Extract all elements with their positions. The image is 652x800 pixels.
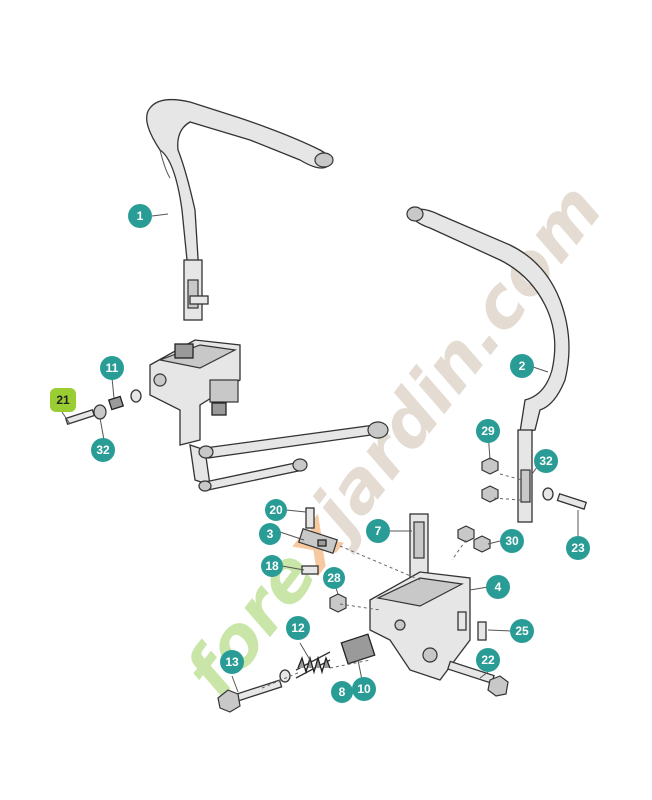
callout-21-label: 21 (56, 393, 70, 407)
callout-1[interactable]: 1 (128, 204, 152, 228)
callout-20-circle (265, 499, 287, 521)
callout-21[interactable]: 21 (50, 388, 76, 412)
callout-11-label: 11 (106, 361, 119, 375)
callout-32-left-circle (91, 438, 115, 462)
callout-28[interactable]: 28 (323, 567, 345, 589)
callout-13-circle (220, 650, 244, 674)
callout-12-label: 12 (291, 621, 305, 635)
callout-12[interactable]: 12 (286, 616, 310, 640)
left-bracket-assembly (149, 339, 241, 486)
callout-28-circle (323, 567, 345, 589)
callout-8[interactable]: 8 (331, 681, 353, 703)
right-handle (406, 206, 570, 523)
callouts: 1 2 3 4 7 8 10 11 12 13 18 20 21 22 23 2… (50, 204, 590, 703)
callout-3-label: 3 (267, 527, 274, 541)
callout-7-label: 7 (375, 524, 382, 538)
callout-29-label: 29 (481, 424, 495, 438)
callout-29[interactable]: 29 (476, 419, 500, 443)
callout-22-circle (476, 648, 500, 672)
callout-4[interactable]: 4 (486, 575, 510, 599)
callout-32-right[interactable]: 32 (534, 449, 558, 473)
callout-7[interactable]: 7 (366, 519, 390, 543)
callout-32-right-circle (534, 449, 558, 473)
callout-10[interactable]: 10 (352, 677, 376, 701)
left-handle (146, 98, 334, 321)
callout-30-circle (500, 529, 524, 553)
callout-4-circle (486, 575, 510, 599)
center-hardware (297, 507, 491, 641)
callout-25-circle (510, 619, 534, 643)
callout-2[interactable]: 2 (510, 354, 534, 378)
callout-20[interactable]: 20 (265, 499, 287, 521)
callout-13[interactable]: 13 (220, 650, 244, 674)
callout-23[interactable]: 23 (566, 536, 590, 560)
callout-32-right-label: 32 (539, 454, 553, 468)
right-hardware (481, 457, 588, 510)
callout-25-label: 25 (515, 624, 529, 638)
callout-3[interactable]: 3 (259, 523, 281, 545)
callout-23-circle (566, 536, 590, 560)
callout-22[interactable]: 22 (476, 648, 500, 672)
callout-1-circle (128, 204, 152, 228)
callout-10-label: 10 (357, 682, 371, 696)
callout-8-circle (331, 681, 353, 703)
callout-7-circle (366, 519, 390, 543)
callout-1-label: 1 (137, 209, 144, 223)
callout-22-label: 22 (481, 653, 495, 667)
callout-23-label: 23 (571, 541, 585, 555)
callout-21-box (50, 388, 76, 412)
callout-4-label: 4 (495, 580, 502, 594)
callout-3-circle (259, 523, 281, 545)
right-bracket-assembly (369, 513, 471, 681)
callout-30-label: 30 (505, 534, 519, 548)
callout-8-label: 8 (339, 685, 346, 699)
callout-13-label: 13 (225, 655, 239, 669)
callout-2-circle (510, 354, 534, 378)
callout-18-circle (261, 555, 283, 577)
spring-and-bolts (217, 633, 509, 713)
callout-25[interactable]: 25 (510, 619, 534, 643)
callout-2-label: 2 (519, 359, 526, 373)
callout-11-circle (100, 356, 124, 380)
callout-30[interactable]: 30 (500, 529, 524, 553)
callout-18-label: 18 (265, 559, 279, 573)
callout-18[interactable]: 18 (261, 555, 283, 577)
callout-32-left-label: 32 (96, 443, 110, 457)
callout-11[interactable]: 11 (100, 356, 124, 380)
callout-29-circle (476, 419, 500, 443)
callout-12-circle (286, 616, 310, 640)
callout-28-label: 28 (327, 571, 341, 585)
callout-20-label: 20 (269, 503, 283, 517)
callout-10-circle (352, 677, 376, 701)
left-hardware (64, 389, 142, 425)
callout-32-left[interactable]: 32 (91, 438, 115, 462)
linkage-rods (198, 421, 389, 492)
